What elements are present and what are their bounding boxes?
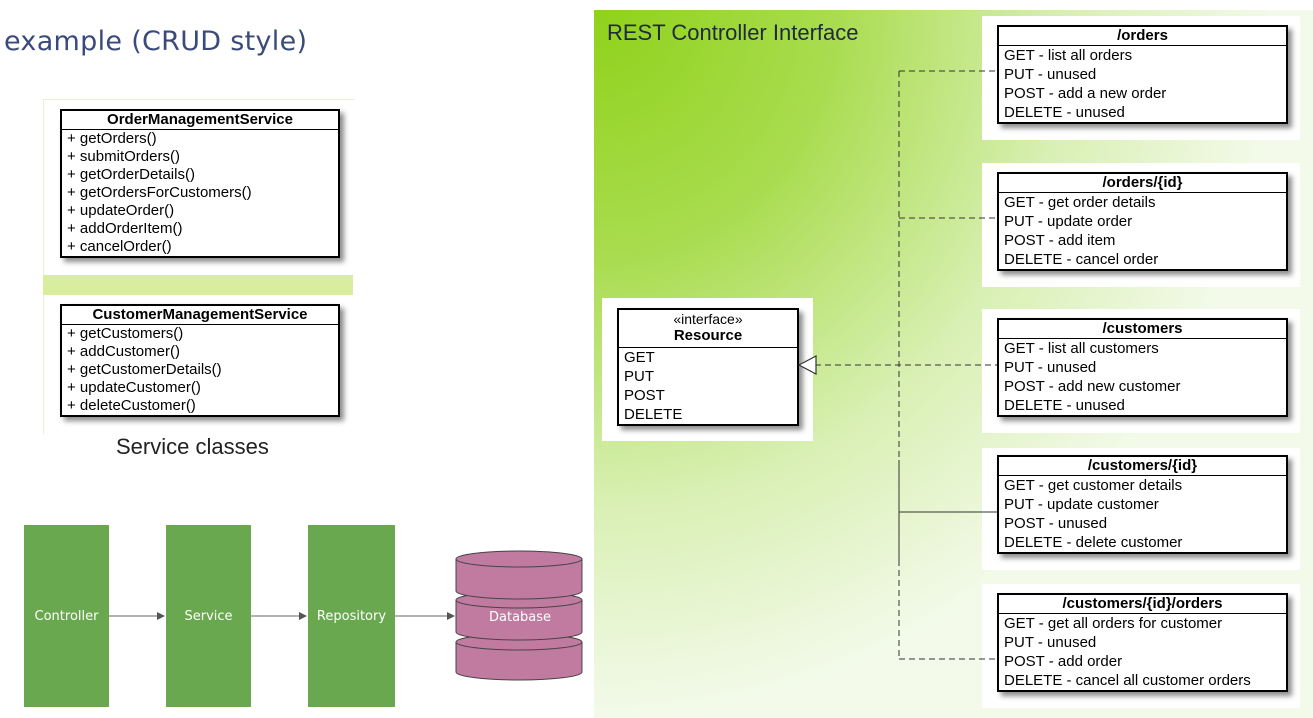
endpoint-op: POST - unused bbox=[1004, 515, 1108, 532]
method: PUT bbox=[624, 368, 654, 385]
endpoint-op: POST - add item bbox=[1004, 232, 1116, 249]
method: + updateOrder() bbox=[67, 202, 175, 219]
method: + deleteCustomer() bbox=[67, 397, 196, 414]
endpoint-op: GET - list all orders bbox=[1004, 47, 1133, 64]
endpoint-orders-id: /orders/{id} GET - get order details PUT… bbox=[997, 172, 1288, 271]
endpoint-op: DELETE - delete customer bbox=[1004, 534, 1183, 551]
endpoint-op: PUT - unused bbox=[1004, 634, 1097, 651]
method: + getCustomerDetails() bbox=[67, 361, 222, 378]
endpoint-path: /customers/{id}/orders bbox=[999, 595, 1286, 614]
endpoint-path: /orders bbox=[999, 27, 1286, 46]
class-name: CustomerManagementService bbox=[62, 306, 338, 325]
endpoint-orders: /orders GET - list all orders PUT - unus… bbox=[997, 25, 1288, 124]
resource-interface-class: «interface» Resource GET PUT POST DELETE bbox=[617, 308, 799, 426]
method: + submitOrders() bbox=[67, 148, 180, 165]
database-icon bbox=[455, 550, 583, 681]
endpoint-op: PUT - update customer bbox=[1004, 496, 1159, 513]
class-name: Resource bbox=[673, 327, 743, 344]
method: + getOrderDetails() bbox=[67, 166, 195, 183]
method: DELETE bbox=[624, 406, 683, 423]
method: GET bbox=[624, 349, 655, 366]
endpoint-op: GET - get customer details bbox=[1004, 477, 1183, 494]
service-box: Service bbox=[166, 525, 251, 707]
panel-divider bbox=[43, 275, 353, 295]
endpoint-op: PUT - unused bbox=[1004, 359, 1097, 376]
endpoint-op: PUT - update order bbox=[1004, 213, 1133, 230]
method: POST bbox=[624, 387, 665, 404]
method: + addOrderItem() bbox=[67, 220, 183, 237]
method: + addCustomer() bbox=[67, 343, 180, 360]
repository-label: Repository bbox=[316, 608, 387, 624]
endpoint-path: /customers/{id} bbox=[999, 457, 1286, 476]
database-label: Database bbox=[489, 610, 552, 625]
endpoint-op: GET - get all orders for customer bbox=[1004, 615, 1223, 632]
endpoint-customers-id-orders: /customers/{id}/orders GET - get all ord… bbox=[997, 593, 1288, 692]
method: + getOrdersForCustomers() bbox=[67, 184, 252, 201]
endpoint-op: DELETE - unused bbox=[1004, 104, 1125, 121]
endpoint-op: POST - add a new order bbox=[1004, 85, 1167, 102]
method: + getOrders() bbox=[67, 130, 157, 147]
endpoint-path: /customers bbox=[999, 320, 1286, 339]
endpoint-op: POST - add new customer bbox=[1004, 378, 1181, 395]
endpoint-op: POST - add order bbox=[1004, 653, 1123, 670]
service-classes-caption: Service classes bbox=[116, 434, 269, 459]
endpoint-op: GET - get order details bbox=[1004, 194, 1156, 211]
page-title: example (CRUD style) bbox=[4, 26, 308, 57]
customer-management-service-class: CustomerManagementService + getCustomers… bbox=[60, 304, 340, 417]
controller-box: Controller bbox=[24, 525, 109, 707]
controller-label: Controller bbox=[34, 608, 99, 624]
endpoint-path: /orders/{id} bbox=[999, 174, 1286, 193]
repository-box: Repository bbox=[308, 525, 395, 707]
endpoint-op: GET - list all customers bbox=[1004, 340, 1159, 357]
class-name: OrderManagementService bbox=[62, 111, 338, 130]
endpoint-op: DELETE - unused bbox=[1004, 397, 1125, 414]
interface-stereotype: «interface» bbox=[673, 311, 743, 327]
method: + updateCustomer() bbox=[67, 379, 201, 396]
endpoint-customers: /customers GET - list all customers PUT … bbox=[997, 318, 1288, 417]
rest-controller-title: REST Controller Interface bbox=[607, 20, 859, 45]
service-label: Service bbox=[184, 608, 233, 624]
realization-arrowhead bbox=[797, 355, 817, 375]
method: + getCustomers() bbox=[67, 325, 184, 342]
endpoint-customers-id: /customers/{id} GET - get customer detai… bbox=[997, 455, 1288, 554]
endpoint-op: PUT - unused bbox=[1004, 66, 1097, 83]
resource-header: «interface» Resource bbox=[619, 310, 797, 348]
order-management-service-class: OrderManagementService + getOrders() + s… bbox=[60, 109, 340, 258]
endpoint-op: DELETE - cancel all customer orders bbox=[1004, 672, 1251, 689]
endpoint-op: DELETE - cancel order bbox=[1004, 251, 1159, 268]
method: + cancelOrder() bbox=[67, 238, 172, 255]
